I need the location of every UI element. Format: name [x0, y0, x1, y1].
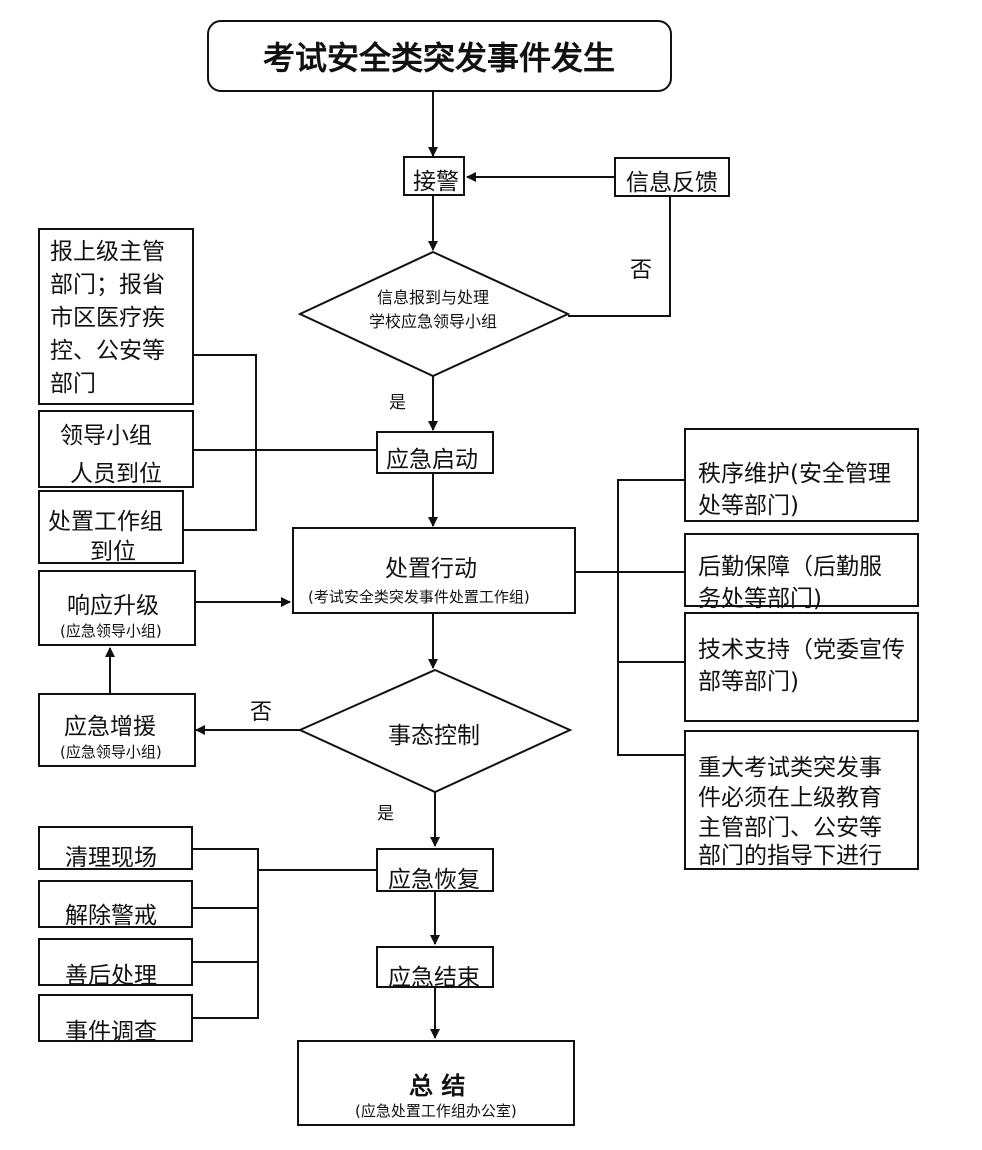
jishu-box: 技术支持（党委宣传 部等部门)	[684, 612, 919, 722]
shanhou-box: 善后处理	[38, 938, 193, 989]
report-line-4: 控、公安等	[50, 338, 165, 364]
diaocha-box: 事件调查	[38, 994, 193, 1045]
report-line-2: 部门；报省	[50, 272, 165, 298]
diaocha-label: 事件调查	[65, 1019, 157, 1045]
jieshu-box: 应急结束	[376, 946, 494, 991]
qingli-box: 清理现场	[38, 826, 193, 871]
qidong-label: 应急启动	[386, 447, 478, 473]
report-line-1: 报上级主管	[50, 239, 165, 265]
shengji-label: 响应升级	[67, 593, 159, 619]
zongjie-label: 总 结	[409, 1072, 466, 1100]
report-line-3: 市区医疗疾	[50, 305, 165, 331]
houqin-line-1: 后勤保障（后勤服	[698, 554, 882, 580]
jishu-line-2: 部等部门)	[698, 669, 799, 695]
jiejing-box: 接警	[403, 156, 465, 196]
lingdao-line-2: 人员到位	[70, 461, 162, 487]
shanhou-label: 善后处理	[65, 963, 157, 989]
report-line-5: 部门	[50, 371, 96, 397]
jiechu-box: 解除警戒	[38, 880, 193, 929]
zhongda-line-2: 件必须在上级教育	[698, 785, 882, 811]
line-report-group	[182, 354, 257, 531]
line-right-bracket	[617, 479, 684, 756]
chuzhi-zu-line-1: 处置工作组	[48, 509, 163, 535]
jiejing-label: 接警	[413, 169, 459, 195]
feedback-box: 信息反馈	[614, 157, 730, 197]
lingdao-box: 领导小组 人员到位	[38, 410, 194, 488]
line-lower-bracket	[193, 848, 259, 1019]
report-upper-box: 报上级主管 部门；报省 市区医疗疾 控、公安等 部门	[38, 228, 194, 405]
decision1-line-1: 信息报到与处理	[376, 288, 489, 307]
no-label-1: 否	[630, 258, 653, 283]
qidong-box: 应急启动	[376, 431, 494, 474]
yes-label-1: 是	[389, 393, 406, 413]
houqin-box: 后勤保障（后勤服 务处等部门)	[684, 533, 919, 612]
jiechu-label: 解除警戒	[65, 903, 157, 929]
zhongda-line-4: 部门的指导下进行	[698, 843, 882, 869]
line-no-to-feedback	[568, 196, 671, 317]
chuzhi-zu-box: 处置工作组 到位	[38, 490, 184, 565]
feedback-label: 信息反馈	[626, 170, 718, 196]
decision1-text: 信息报到与处理 学校应急领导小组	[330, 286, 536, 334]
qingli-label: 清理现场	[65, 845, 157, 871]
zhixu-line-1: 秩序维护(安全管理	[698, 461, 891, 487]
yes-label-2: 是	[377, 804, 394, 824]
no-label-2: 否	[250, 700, 273, 725]
zhongda-line-1: 重大考试类突发事	[698, 755, 882, 781]
zhixu-box: 秩序维护(安全管理 处等部门)	[684, 428, 919, 522]
xingdong-box: 处置行动 (考试安全类突发事件处置工作组)	[292, 527, 576, 614]
jishu-line-1: 技术支持（党委宣传	[698, 637, 905, 663]
title-text: 考试安全类突发事件发生	[263, 39, 616, 77]
xingdong-sub: (考试安全类突发事件处置工作组)	[308, 588, 530, 606]
zhongda-box: 重大考试类突发事 件必须在上级教育 主管部门、公安等 部门的指导下进行	[684, 730, 919, 870]
huifu-label: 应急恢复	[388, 867, 480, 893]
houqin-line-2: 务处等部门)	[698, 586, 822, 612]
zhongda-line-3: 主管部门、公安等	[698, 815, 882, 841]
lingdao-line-1: 领导小组	[60, 423, 152, 449]
shitai-label: 事态控制	[388, 723, 480, 749]
zhixu-line-2: 处等部门)	[698, 493, 799, 519]
shengji-sub: (应急领导小组)	[60, 622, 162, 640]
decision1-line-2: 学校应急领导小组	[368, 312, 497, 331]
zongjie-sub: (应急处置工作组办公室)	[355, 1102, 517, 1120]
zengyuan-sub: (应急领导小组)	[60, 743, 162, 761]
zengyuan-label: 应急增援	[64, 714, 156, 740]
title-box: 考试安全类突发事件发生	[207, 20, 672, 92]
xingdong-label: 处置行动	[385, 556, 477, 582]
chuzhi-zu-line-2: 到位	[90, 539, 136, 565]
zengyuan-box: 应急增援 (应急领导小组)	[38, 693, 196, 767]
huifu-box: 应急恢复	[376, 848, 494, 893]
jieshu-label: 应急结束	[388, 965, 480, 991]
zongjie-box: 总 结 (应急处置工作组办公室)	[297, 1040, 575, 1126]
shengji-box: 响应升级 (应急领导小组)	[38, 570, 196, 646]
